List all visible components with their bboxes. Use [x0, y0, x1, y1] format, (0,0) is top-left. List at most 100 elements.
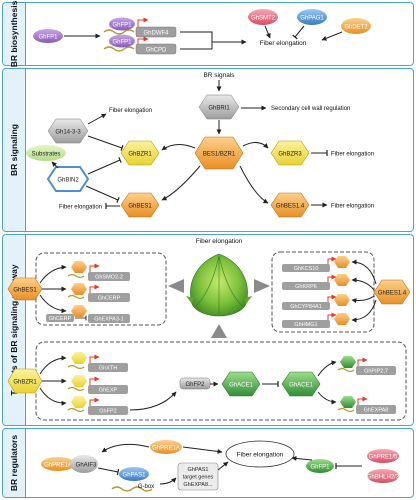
- kcs10-label: GhKCS10: [294, 266, 319, 272]
- bes14-arrow-2: [351, 277, 375, 291]
- pre15-node: [367, 449, 399, 463]
- haif3-label: GhAIF3: [76, 463, 97, 469]
- cerp-b-label: GhCERP: [49, 316, 72, 322]
- ace1b-arrow-2: [317, 391, 337, 405]
- target-row-exp: GhEXP: [67, 375, 128, 394]
- bracket-to-fiber: [180, 31, 246, 50]
- exp-label: GhEXP: [99, 388, 118, 394]
- pre1a-top-label: GhPRE1A: [152, 446, 180, 452]
- dwf4-label: GhDWF4: [143, 31, 169, 37]
- haif3-node: [70, 455, 98, 473]
- bhlh23-node: [367, 469, 399, 483]
- ace1b-node: [281, 371, 321, 397]
- biosynthesis-diagram: GhFP1 GhFP1 GhFP1 GhDWF4 GhCPD GhSMT2 Gh…: [33, 9, 371, 55]
- bzr1-arrow-3: [39, 387, 67, 406]
- reg-fp1-node: [306, 459, 334, 473]
- pip27-label: GhPIP2;7: [364, 369, 388, 375]
- bin2-inhibit-bzr1: [87, 157, 122, 175]
- fp1-to-fiber: [291, 455, 313, 461]
- reg-fp1-label: GhFP1: [310, 465, 330, 471]
- cotton-bract-illustration: [186, 253, 252, 317]
- target-row-hmg1: GhHMG1: [282, 312, 350, 328]
- fp1b-label: GhFP1: [112, 40, 132, 46]
- bzr3-label: GhBZR3: [278, 152, 302, 158]
- ace1a-label: GhACE1: [229, 383, 253, 389]
- hmg1-label: GhHMG1: [294, 322, 317, 328]
- pre1a-node: [41, 457, 75, 471]
- big-arrow-left: [168, 279, 184, 293]
- dwf4-promoter-arrow: [137, 17, 149, 27]
- bri1-node: [198, 94, 240, 120]
- det2-arrow: [321, 31, 343, 41]
- pag1-inhibit: [292, 25, 305, 40]
- bin2-to-substrates: [51, 161, 59, 169]
- pre1a-to-fiber: [182, 446, 223, 454]
- pag1-node: [297, 9, 327, 25]
- biosynthesis-fiber-elongation: Fiber elongation: [260, 40, 307, 47]
- substrates-node: [26, 145, 66, 161]
- signaling-fiber-top: Fiber elongation: [109, 108, 152, 114]
- targets-bes1-node: [7, 277, 43, 301]
- fp2a-label: GhFP2: [99, 409, 116, 415]
- xth-label: GhXTH: [99, 366, 117, 372]
- signaling-fiber-bes1: Fiber elongation: [59, 205, 102, 211]
- expa8-label: GhEXPA8: [364, 408, 389, 414]
- bes1-node: [120, 192, 160, 218]
- bes-to-bes1: [161, 165, 201, 201]
- pas1-target-box: [177, 462, 219, 491]
- smt2-node: [248, 9, 278, 25]
- fp1a-label: GhFP1: [112, 23, 132, 29]
- targets-bes14-label: GhBES1.4: [378, 291, 407, 297]
- fp2b-label: GhFP2: [185, 382, 205, 388]
- bes14-arrow-1: [351, 259, 377, 285]
- bes1bzr1-node: [194, 136, 244, 170]
- bes-to-bzr1: [161, 144, 196, 151]
- bhlh23-label: GhBHLH2/3: [367, 475, 400, 481]
- target-row-fp2: GhFP2: [67, 396, 128, 415]
- smt2-label: GhSMT2: [251, 16, 276, 22]
- pas1-label: GhPAS1: [123, 473, 147, 479]
- ace1b-label: GhACE1: [289, 383, 313, 389]
- bzr1-node: [120, 140, 160, 166]
- cpd-promoter-arrow: [137, 36, 149, 44]
- gh1433-label: Gh14-3-3: [55, 130, 81, 136]
- signaling-diagram: BR signals GhBRI1 Secondary cell wall re…: [26, 72, 374, 218]
- substrates-label: Substrates: [32, 152, 61, 158]
- regulators-fiber-label: Fiber elongation: [237, 452, 284, 459]
- target-row-smo22: GhSMO2-2: [67, 261, 130, 281]
- target-line3: GhEXPA8...: [183, 482, 213, 488]
- bes1-arrow-3: [39, 294, 67, 314]
- pag1-label: GhPAG1: [300, 16, 324, 22]
- cyp84a1-label: GhCYP84A1: [290, 304, 322, 310]
- pre1a-top-node: [150, 440, 182, 454]
- bes14-targets-box: [271, 251, 375, 333]
- bes14-arrow-4: [351, 299, 377, 323]
- bes-to-bes14: [239, 165, 269, 204]
- cpd-label: GhCPD: [146, 48, 167, 54]
- targets-bzr1-label: GhBZR1: [13, 380, 37, 386]
- target-row-krp6: GhKRP6: [282, 274, 350, 290]
- big-arrow-bottom: [211, 324, 227, 338]
- fp2-to-fp2-protein: [129, 391, 177, 411]
- pre15-label: GhPRE1/5: [369, 455, 398, 461]
- gbox-dna: [111, 486, 153, 492]
- pre1a-label: GhPRE1A: [44, 463, 72, 469]
- regulators-diagram: GhPRE1A GhPRE1A GhAIF3 GhPAS1 G-box GhPA…: [41, 440, 400, 492]
- bzr1-targets-box: [35, 341, 407, 421]
- pre1a-to-complex: [101, 443, 150, 453]
- regulators-fiber-node: [225, 440, 295, 468]
- pas1-to-targets: [159, 477, 177, 485]
- bes1-label: GhBES1: [128, 204, 152, 210]
- bin2-inhibit-bes1: [85, 185, 120, 203]
- target-row-kcs10: GhKCS10: [282, 256, 350, 272]
- big-arrow-right: [254, 279, 270, 293]
- targets-bes14-node: [373, 279, 411, 305]
- target-row-xth: GhXTH: [67, 352, 128, 372]
- bin2-node: [46, 166, 90, 192]
- pas1-node: [119, 467, 149, 481]
- targets-to-fiber: [217, 461, 229, 471]
- target-row-expa8: GhEXPA8: [337, 396, 396, 414]
- det2-node: [341, 18, 371, 34]
- bin2-label: GhBIN2: [57, 178, 79, 184]
